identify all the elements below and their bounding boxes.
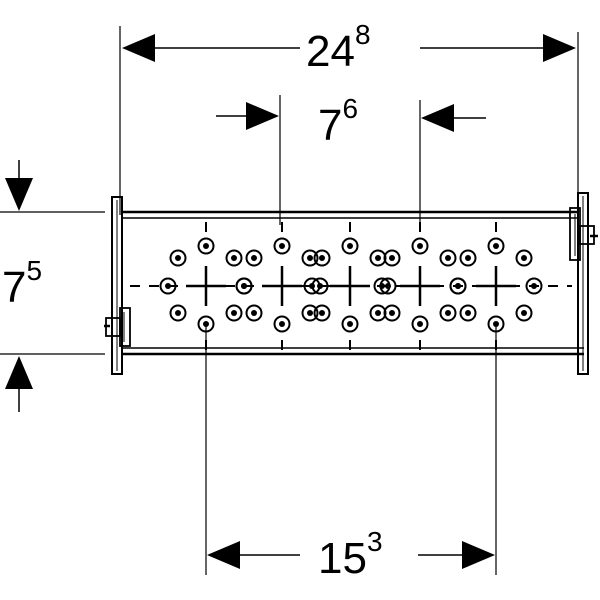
- mounting-hole: [439, 304, 457, 322]
- bottom-arrow-left: [207, 541, 240, 569]
- right-bracket: [569, 192, 598, 375]
- crosshair-mark: [476, 222, 516, 350]
- crosshair-mark: [262, 222, 302, 350]
- mounting-hole: [373, 277, 391, 295]
- mounting-hole: [235, 277, 253, 295]
- mounting-hole: [341, 237, 359, 255]
- mounting-hole: [197, 315, 215, 333]
- mounting-hole: [301, 304, 319, 322]
- hole-pattern: [159, 237, 543, 333]
- overall-width-label: 248: [306, 19, 371, 76]
- crosshair-group: [186, 222, 516, 350]
- height-arrow-bottom: [5, 356, 33, 389]
- mounting-hole: [459, 249, 477, 267]
- mounting-hole: [459, 304, 477, 322]
- height-dimension: 75: [0, 160, 105, 412]
- inner-spacing-dimension: 76: [216, 93, 486, 225]
- mounting-hole: [169, 304, 187, 322]
- mounting-hole: [245, 304, 263, 322]
- inner-arrow-right: [421, 104, 454, 132]
- mounting-hole: [341, 315, 359, 333]
- arrow-right: [543, 34, 576, 62]
- mounting-hole: [169, 249, 187, 267]
- mounting-hole: [487, 237, 505, 255]
- mounting-hole: [369, 304, 387, 322]
- mounting-hole: [411, 237, 429, 255]
- mounting-hole: [313, 249, 331, 267]
- height-label: 75: [2, 255, 42, 312]
- mounting-hole: [225, 249, 243, 267]
- mounting-hole: [273, 315, 291, 333]
- mounting-hole: [159, 277, 177, 295]
- mounting-hole: [525, 277, 543, 295]
- mounting-hole: [449, 277, 467, 295]
- mounting-hole: [383, 304, 401, 322]
- mounting-hole: [439, 249, 457, 267]
- crosshair-mark: [330, 222, 370, 350]
- mounting-hole: [383, 249, 401, 267]
- mounting-hole: [273, 237, 291, 255]
- mounting-hole: [303, 277, 321, 295]
- inner-spacing-label: 76: [318, 93, 358, 150]
- inner-arrow-left: [246, 102, 279, 130]
- bottom-spacing-dimension: 153: [205, 323, 497, 583]
- mounting-hole: [245, 249, 263, 267]
- mounting-hole: [411, 315, 429, 333]
- crosshair-mark: [186, 222, 226, 350]
- mounting-hole: [487, 315, 505, 333]
- arrow-left: [122, 34, 155, 62]
- overall-width-dimension: 248: [119, 19, 579, 215]
- left-bracket: [104, 196, 131, 375]
- mounting-hole: [197, 237, 215, 255]
- crosshair-mark: [400, 222, 440, 350]
- mounting-hole: [225, 304, 243, 322]
- mounting-hole: [515, 249, 533, 267]
- mounting-hole: [301, 249, 319, 267]
- bottom-arrow-right: [462, 541, 495, 569]
- height-arrow-top: [5, 178, 33, 211]
- mounting-hole: [369, 249, 387, 267]
- bottom-spacing-label: 153: [318, 526, 383, 583]
- mounting-hole: [515, 304, 533, 322]
- mounting-plate: [104, 192, 598, 375]
- mounting-hole: [313, 304, 331, 322]
